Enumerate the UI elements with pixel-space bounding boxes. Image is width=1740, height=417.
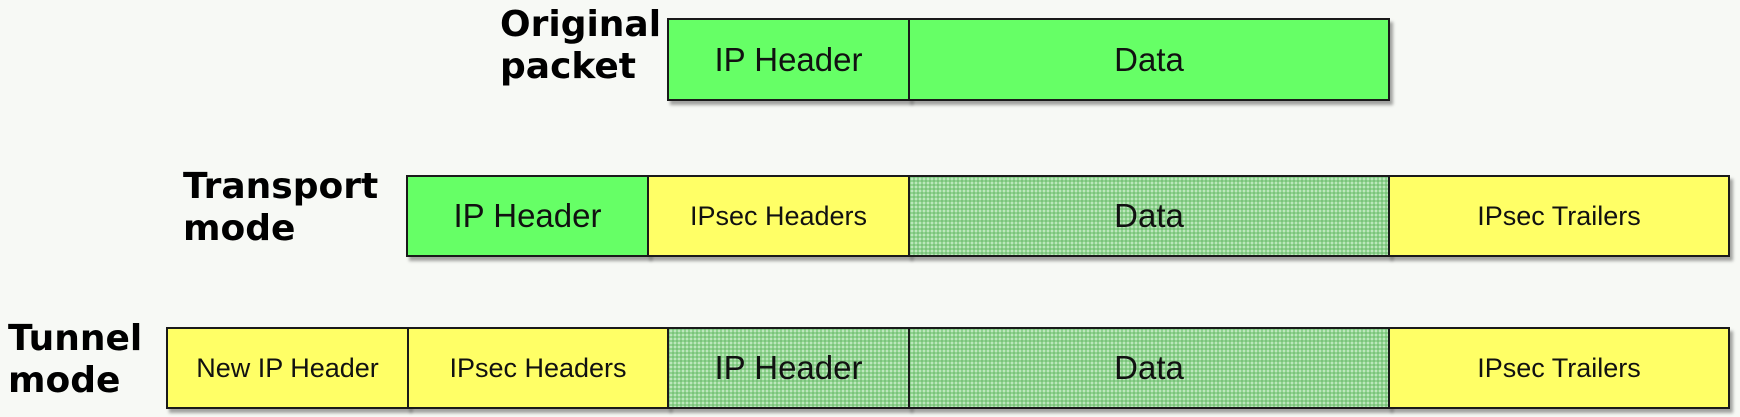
transport-mode-label: Transport mode — [183, 166, 379, 249]
tunnel-ip-header-segment: IP Header — [667, 327, 910, 409]
original-packet-label: Original packet — [500, 4, 662, 87]
tunnel-data-segment: Data — [908, 327, 1390, 409]
transport-ipsec-headers-segment: IPsec Headers — [647, 175, 910, 257]
original-ip-header-segment: IP Header — [667, 18, 910, 101]
original-data-segment: Data — [908, 18, 1390, 101]
transport-data-segment: Data — [908, 175, 1390, 257]
tunnel-ipsec-headers-segment: IPsec Headers — [407, 327, 669, 409]
tunnel-mode-label: Tunnel mode — [8, 318, 143, 401]
tunnel-new-ip-header-segment: New IP Header — [166, 327, 409, 409]
transport-ipsec-trailers-segment: IPsec Trailers — [1388, 175, 1730, 257]
transport-ip-header-segment: IP Header — [406, 175, 649, 257]
tunnel-ipsec-trailers-segment: IPsec Trailers — [1388, 327, 1730, 409]
